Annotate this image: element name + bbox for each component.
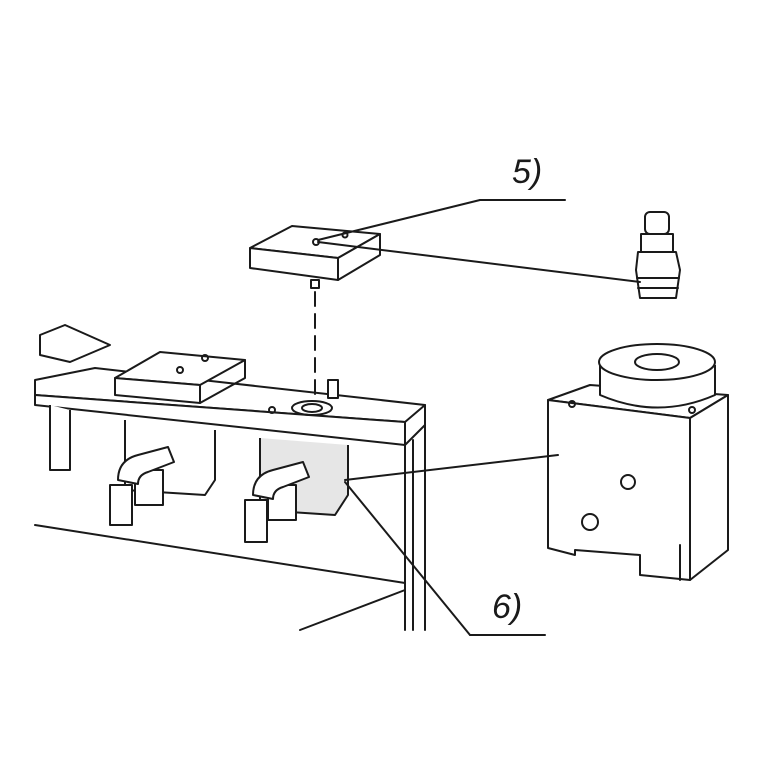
installed-plates: [39, 324, 339, 416]
valve-block: [547, 343, 729, 581]
plate-part-5: [249, 225, 381, 401]
mounting-rail: [34, 367, 426, 631]
callout-5-leader-nipple: [317, 241, 641, 283]
callout-5-label: 5): [512, 153, 543, 191]
installed-valves: [49, 405, 349, 543]
leader-lines: [317, 199, 641, 636]
callout-6-leader-block: [344, 454, 559, 481]
callout-6-leader: [344, 481, 471, 636]
callout-6-label: 6): [492, 588, 523, 626]
nipple-part: [635, 211, 681, 299]
callout-5-leader: [317, 199, 481, 241]
